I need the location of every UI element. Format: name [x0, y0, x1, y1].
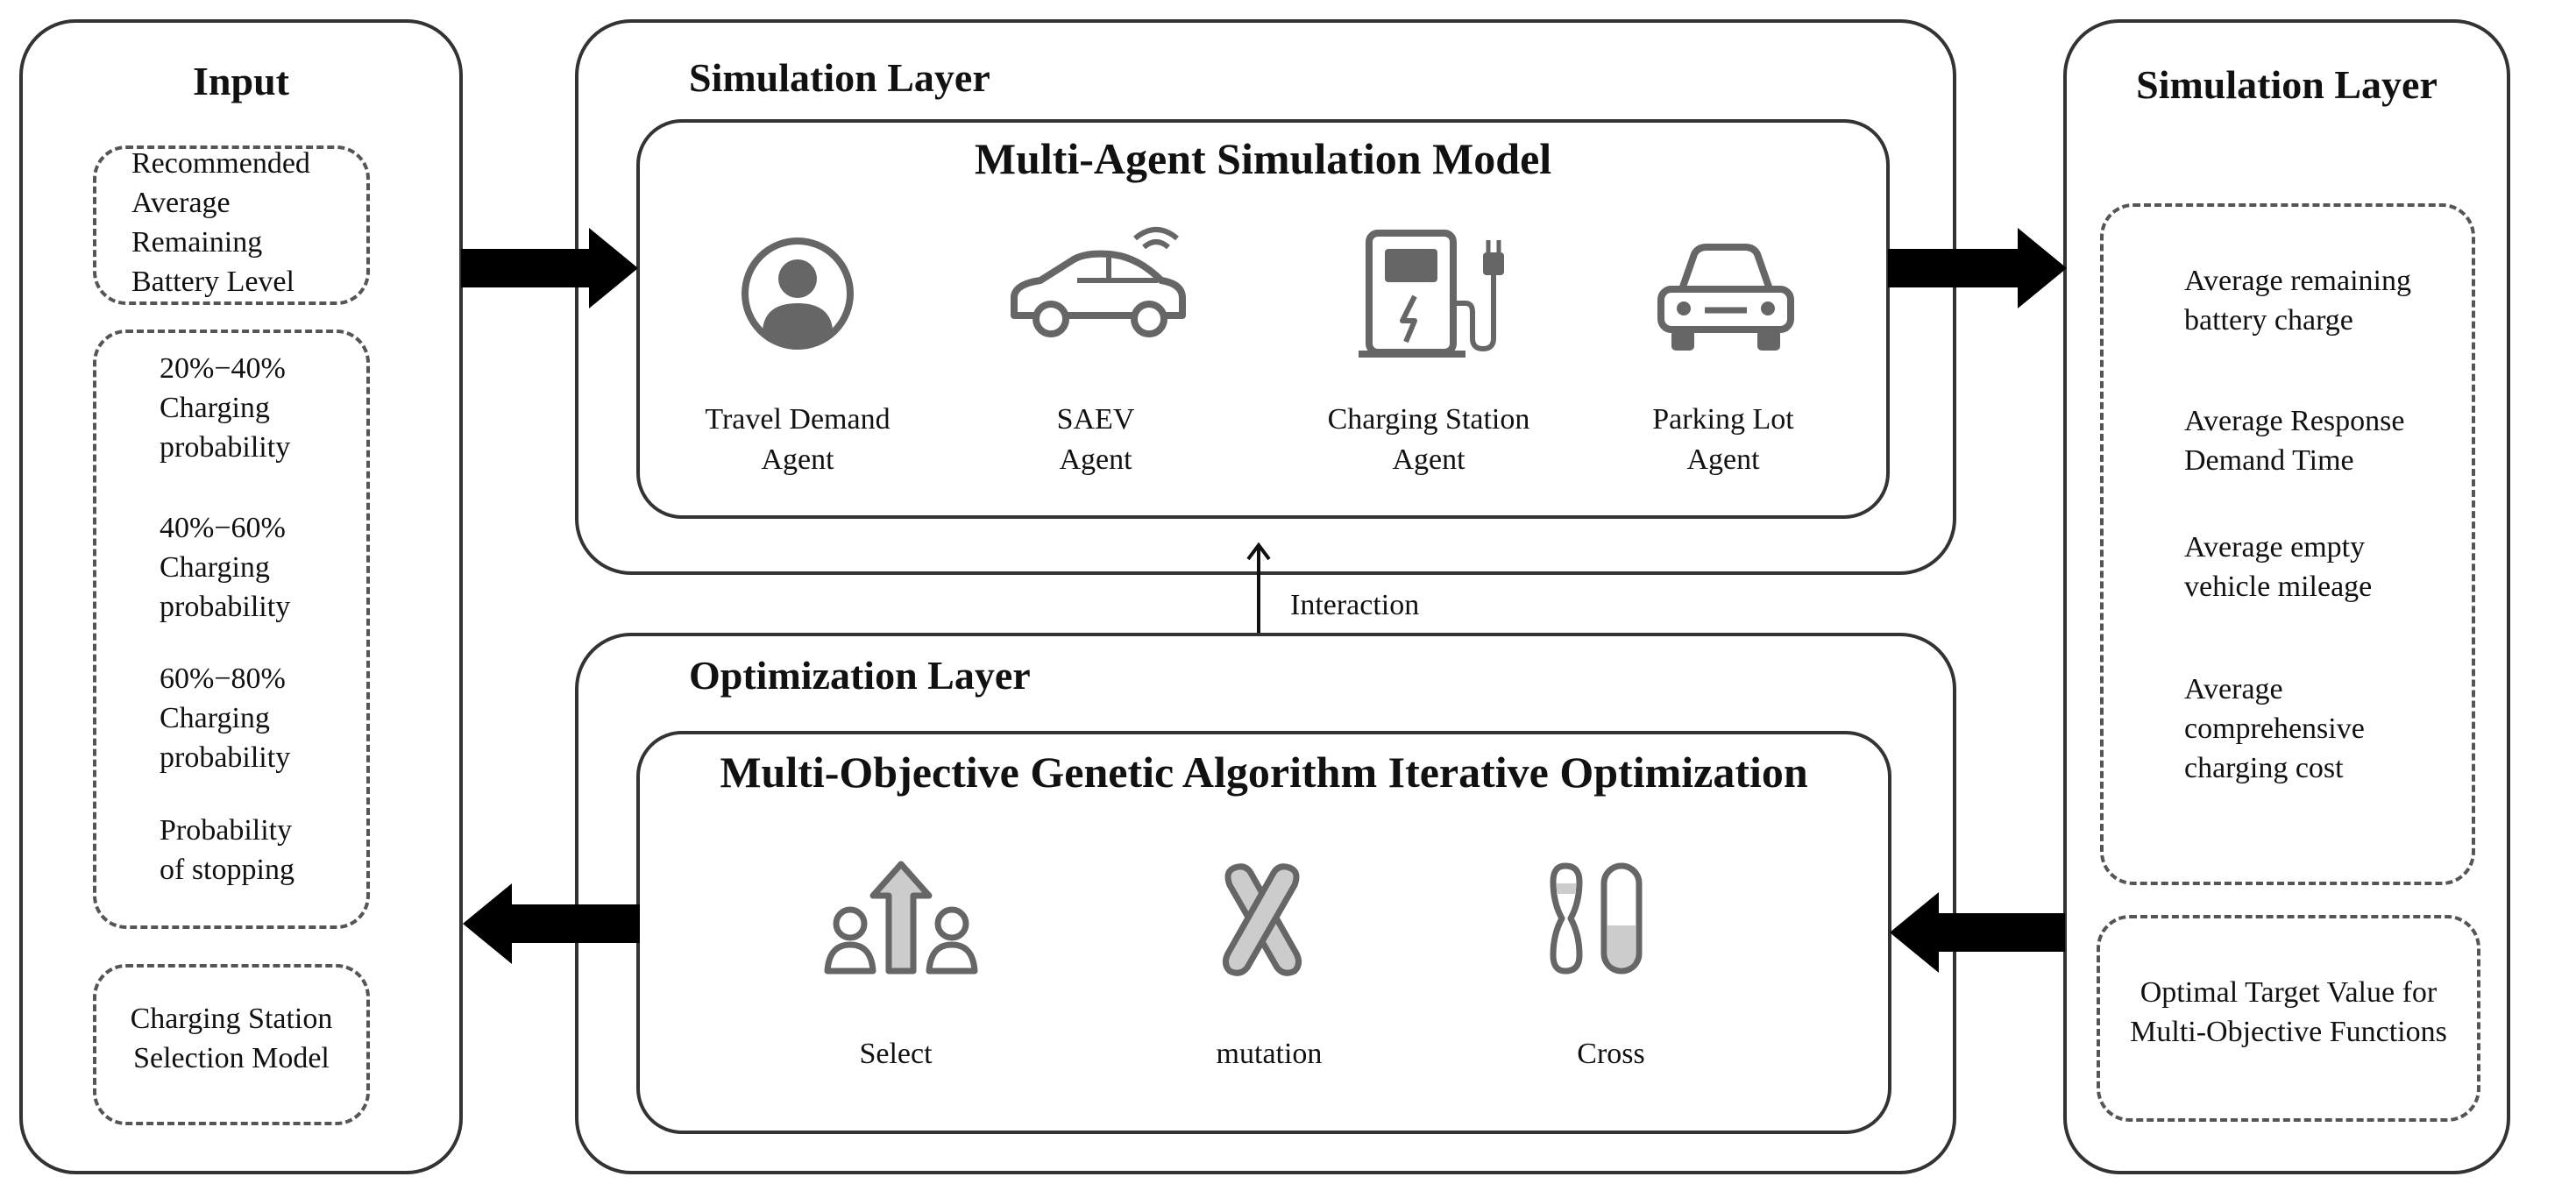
cross-icon: [1550, 862, 1643, 975]
agent-label-travel-demand: Travel Demand Agent: [705, 403, 891, 476]
person-icon: [742, 237, 854, 350]
op-label-cross: Cross: [1577, 1038, 1645, 1070]
recommended-box: [93, 145, 370, 305]
parked-car-icon: [1657, 244, 1794, 351]
genetic-algorithm-title: Multi-Objective Genetic Algorithm Iterat…: [720, 748, 1808, 797]
agent-label-parking-lot: Parking Lot Agent: [1652, 403, 1794, 476]
prob-40-60-text: 40%−60% Charging probability: [160, 512, 291, 623]
metric-remaining-battery: Average remaining battery charge: [2184, 265, 2411, 337]
arrow-simulation-to-output: [1888, 228, 2067, 308]
optimal-target-text: Optimal Target Value for Multi-Objective…: [2130, 976, 2447, 1048]
op-label-select: Select: [859, 1038, 933, 1070]
optimization-layer-title: Optimization Layer: [689, 653, 1031, 698]
multi-agent-model-title: Multi-Agent Simulation Model: [974, 134, 1552, 183]
prob-stopping-text: Probability of stopping: [160, 814, 295, 886]
optimal-target-box: [2097, 915, 2480, 1122]
metric-empty-mileage: Average empty vehicle mileage: [2184, 531, 2373, 603]
arrow-input-to-simulation: [461, 228, 638, 308]
multi-agent-model-box: [636, 119, 1890, 519]
prob-60-80-text: 60%−80% Charging probability: [160, 663, 291, 774]
arrow-optimization-to-input: [463, 883, 640, 964]
selection-model-box: [93, 964, 370, 1125]
input-title: Input: [193, 59, 289, 103]
arrow-output-to-optimization: [1890, 892, 2065, 973]
recommended-text: Recommended Average Remaining Battery Le…: [131, 147, 310, 298]
probabilities-box: [93, 330, 370, 929]
car-icon: [1011, 227, 1186, 337]
metric-response-time: Average Response Demand Time: [2184, 405, 2405, 477]
selection-model-text: Charging Station Selection Model: [130, 1003, 333, 1074]
output-title: Simulation Layer: [2136, 62, 2438, 107]
agent-label-charging-station: Charging Station Agent: [1327, 403, 1530, 476]
simulation-layer-title: Simulation Layer: [689, 55, 990, 100]
agent-label-saev: SAEV Agent: [1056, 403, 1135, 476]
prob-20-40-text: 20%−40% Charging probability: [160, 352, 291, 464]
mutation-icon: [1222, 863, 1302, 976]
metrics-box: [2100, 203, 2475, 885]
interaction-label: Interaction: [1290, 589, 1420, 621]
select-icon: [824, 861, 978, 975]
op-label-mutation: mutation: [1216, 1038, 1323, 1070]
charging-station-icon: [1359, 230, 1504, 358]
metric-charging-cost: Average comprehensive charging cost: [2184, 673, 2365, 784]
